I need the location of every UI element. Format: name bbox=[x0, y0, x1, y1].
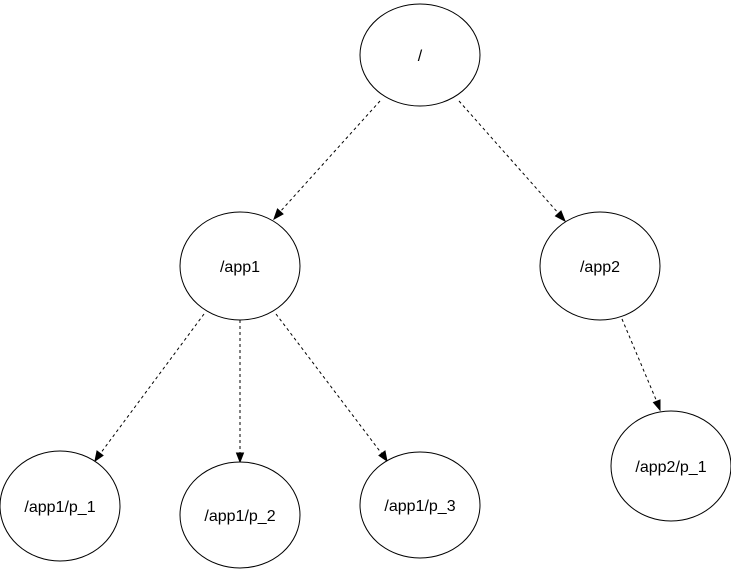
node-app2-p1-ellipse bbox=[610, 410, 731, 522]
node-app1-p2-label: /app1/p_2 bbox=[204, 508, 275, 525]
node-app2-p1-label: /app2/p_1 bbox=[635, 459, 706, 476]
node-root-ellipse bbox=[359, 3, 481, 107]
node-app1[interactable]: /app1 bbox=[179, 211, 301, 321]
node-app1-p3-ellipse bbox=[359, 451, 481, 559]
node-app1-p2[interactable]: /app1/p_2 bbox=[179, 461, 301, 569]
node-root[interactable]: / bbox=[359, 3, 481, 107]
node-app2-p1[interactable]: /app2/p_1 bbox=[610, 410, 731, 522]
node-app1-label: /app1 bbox=[220, 259, 260, 276]
arrowhead bbox=[94, 450, 104, 463]
edge-root-app1 bbox=[273, 100, 381, 221]
edge-app1-app1-p3 bbox=[275, 313, 388, 463]
node-app2-label: /app2 bbox=[580, 259, 620, 276]
arrowhead bbox=[652, 399, 661, 412]
node-app1-p1[interactable]: /app1/p_1 bbox=[0, 450, 121, 562]
node-app1-ellipse bbox=[179, 211, 301, 321]
edges bbox=[94, 100, 661, 464]
node-app1-p2-ellipse bbox=[179, 461, 301, 569]
edge-app2-app2-p1 bbox=[621, 318, 661, 412]
node-app1-p1-label: /app1/p_1 bbox=[24, 499, 95, 516]
arrowhead bbox=[378, 450, 388, 463]
edge-app1-app1-p2 bbox=[235, 320, 245, 464]
node-root-label: / bbox=[418, 48, 423, 65]
node-app1-p3-label: /app1/p_3 bbox=[384, 498, 455, 515]
node-app2-ellipse bbox=[539, 211, 661, 321]
arrowhead bbox=[554, 210, 566, 223]
edge-app1-app1-p1 bbox=[94, 313, 205, 463]
node-app1-p1-ellipse bbox=[0, 450, 121, 562]
arrowhead bbox=[273, 208, 284, 221]
edge-root-app2 bbox=[458, 100, 566, 223]
node-app1-p3[interactable]: /app1/p_3 bbox=[359, 451, 481, 559]
arrowhead bbox=[235, 452, 245, 464]
node-app2[interactable]: /app2 bbox=[539, 211, 661, 321]
